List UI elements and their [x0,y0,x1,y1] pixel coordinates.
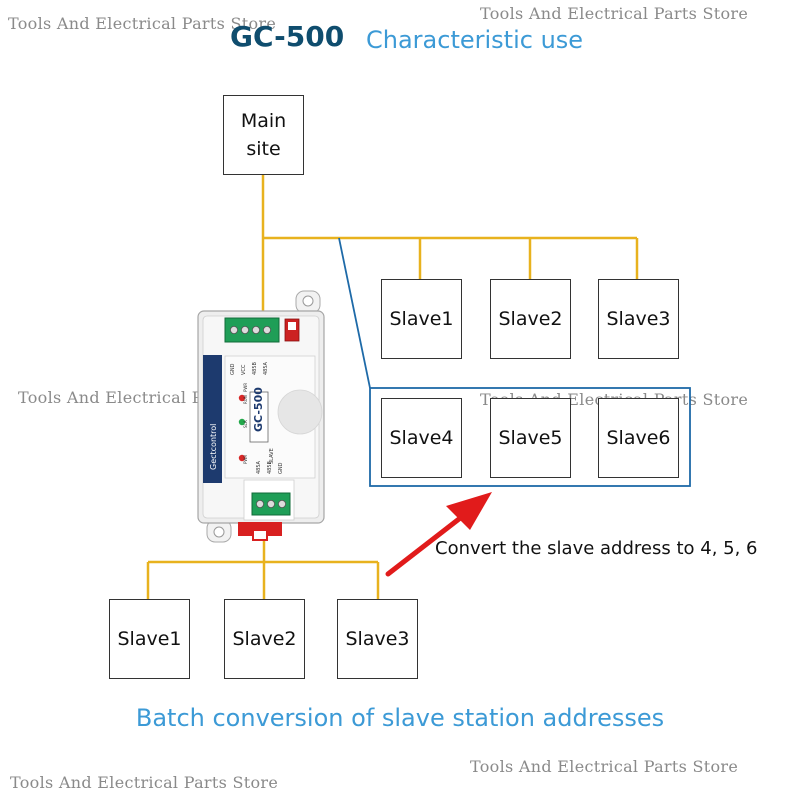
device-terminal-label-485b: 485B [252,361,258,375]
device-brand-label: Gectcontrol [209,424,218,470]
watermark-top-left: Tools And Electrical Parts Store [8,14,277,33]
diagram-title: GC-500 [230,20,345,53]
top-slave-box-3: Slave3 [598,279,679,359]
device-terminal-label-485a: 485A [263,361,269,375]
top-slave-box-1: Slave1 [381,279,462,359]
bottom-slave-box-1: Slave1 [109,599,190,679]
device-model-label: GC-500 [252,387,265,432]
converted-slave-box-5: Slave5 [490,398,571,478]
top-slave-label-1: Slave1 [389,308,454,330]
footer-title: Batch conversion of slave station addres… [135,704,665,732]
top-slave-label-3: Slave3 [606,308,671,330]
device-terminal-label-vcc: VCC [241,364,247,375]
converted-slaves-frame [338,237,691,487]
converted-slave-box-4: Slave4 [381,398,462,478]
gc500-device [197,290,325,543]
main-site-box: Main site [223,95,304,175]
bus-wires [146,174,639,599]
device-led-label-pwr: PWR [243,455,248,464]
device-bottom-label-slave: SLAVE [269,448,275,464]
device-led-label-pwr-top: PWR [243,383,248,392]
bottom-slave-label-3: Slave3 [345,628,410,650]
converted-slave-label-4: Slave4 [389,427,454,449]
device-bottom-terminal-gnd: GND [278,462,284,474]
device-terminal-label-gnd: GND [230,363,236,375]
converted-slave-label-5: Slave5 [498,427,563,449]
bottom-slave-label-1: Slave1 [117,628,182,650]
watermark-bottom-left: Tools And Electrical Parts Store [10,773,279,792]
diagram-subtitle: Characteristic use [366,26,584,54]
conversion-arrow [385,492,492,577]
top-slave-label-2: Slave2 [498,308,563,330]
top-slave-box-2: Slave2 [490,279,571,359]
converted-slave-label-6: Slave6 [606,427,671,449]
bottom-slave-label-2: Slave2 [232,628,297,650]
device-led-label-run: RUN [243,395,248,404]
conversion-caption: Convert the slave address to 4, 5, 6 [435,538,758,559]
device-led-label-sla: SLA [243,420,248,428]
main-site-label: Main site [240,110,287,160]
converted-slave-box-6: Slave6 [598,398,679,478]
bottom-slave-box-2: Slave2 [224,599,305,679]
device-bottom-terminal-485b: 485B [267,460,273,474]
watermark-top-right: Tools And Electrical Parts Store [480,4,749,23]
bottom-slave-box-3: Slave3 [337,599,418,679]
watermark-bottom-right: Tools And Electrical Parts Store [470,757,739,776]
device-bottom-terminal-485a: 485A [256,460,262,474]
